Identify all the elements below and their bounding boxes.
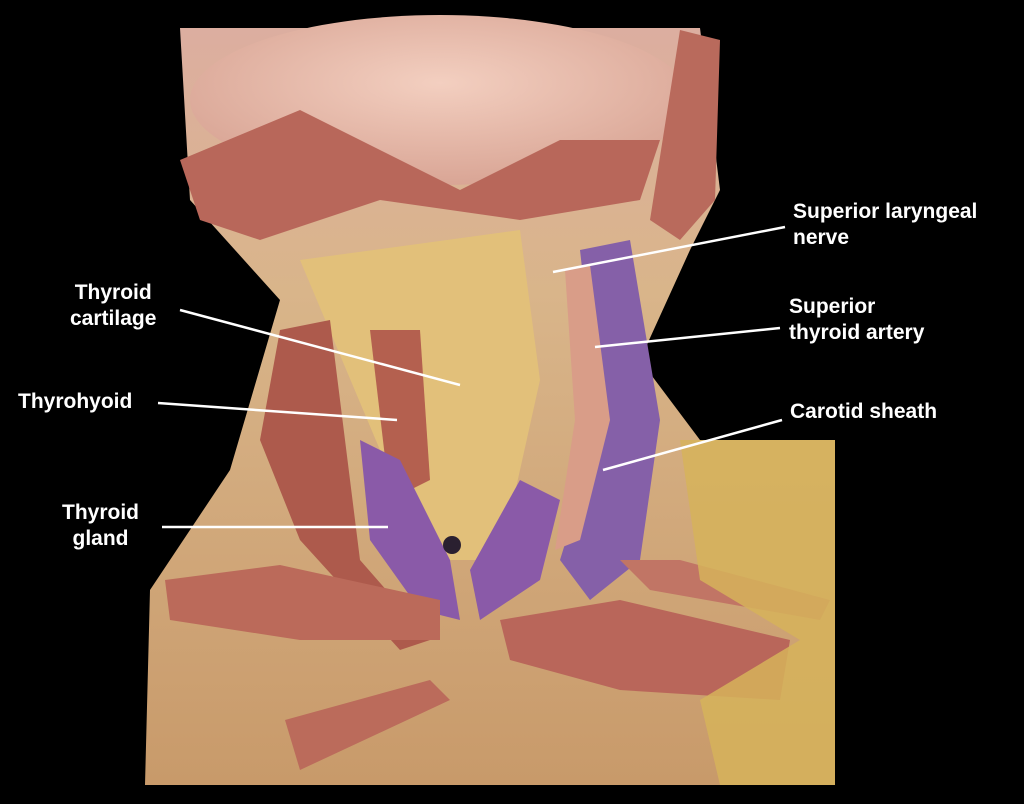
- right-thyroid-lobe: [470, 480, 560, 620]
- label-thyrohyoid: Thyrohyoid: [18, 390, 133, 413]
- submandibular-muscles: [180, 110, 660, 240]
- leader-superior-laryngeal-nerve: [552, 225, 786, 274]
- leader-thyroid-cartilage: [179, 308, 461, 387]
- leader-carotid-sheath: [602, 418, 783, 472]
- left-clavicular-muscle: [165, 565, 440, 640]
- label-carotid-sheath: Carotid sheath: [790, 400, 938, 423]
- carotid-artery: [555, 265, 610, 550]
- label-superior-thyroid-artery: Superior thyroid artery: [789, 295, 925, 344]
- right-fat: [680, 440, 835, 785]
- leader-superior-thyroid-artery: [594, 326, 781, 349]
- lower-muscle: [285, 680, 450, 770]
- right-clavicular-muscle: [500, 600, 790, 700]
- node: [443, 536, 461, 554]
- leader-thyrohyoid: [157, 401, 398, 422]
- label-thyroid-cartilage: Thyroid cartilage: [70, 281, 157, 330]
- left-thyroid-lobe: [360, 440, 460, 620]
- label-superior-laryngeal-nerve: Superior laryngeal nerve: [793, 200, 978, 249]
- right-muscle-band: [650, 30, 720, 240]
- label-thyroid-gland: Thyroid gland: [62, 501, 139, 550]
- left-sternocleidomastoid: [260, 320, 430, 650]
